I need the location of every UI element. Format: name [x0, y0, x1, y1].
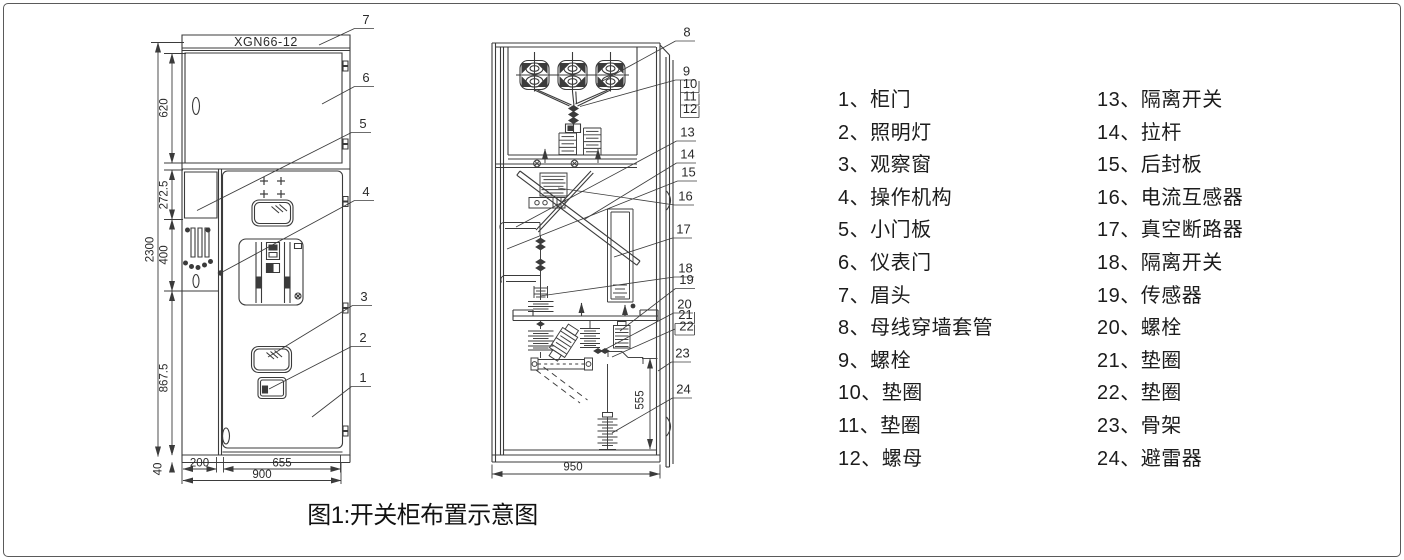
callout-14: 14: [680, 147, 694, 162]
callout-3: 3: [360, 289, 367, 304]
callout-2: 2: [359, 330, 366, 345]
cabinet-outline-front: [182, 35, 350, 463]
legend-item-15: 15、后封板: [1097, 154, 1203, 177]
legend-item-4: 4、操作机构: [838, 186, 953, 209]
page-border: [3, 3, 1401, 557]
dim-200: 200: [190, 458, 209, 470]
callout-21: 21: [678, 307, 692, 322]
callout-16: 16: [678, 189, 692, 204]
model-label: XGN66-12: [234, 35, 298, 49]
callout-5: 5: [359, 116, 366, 131]
callout-6: 6: [362, 70, 369, 85]
dim-400: 400: [159, 245, 171, 264]
legend-item-10: 10、垫圈: [838, 382, 923, 405]
cabinet-door: [223, 171, 349, 452]
bottom-hardware: [531, 347, 643, 404]
dim-40: 40: [153, 463, 165, 476]
lamp-icon: [258, 378, 286, 399]
dim-272.5: 272.5: [159, 181, 171, 210]
side-callouts: [507, 41, 699, 433]
legend-item-13: 13、隔离开关: [1097, 89, 1223, 111]
support-insulator-stacks: [559, 128, 601, 155]
legend-column-2: 13、隔离开关 14、拉杆 15、后封板 16、电流互感器 17、真空断路器 1…: [1097, 84, 1356, 475]
side-view-drawing: 555 950 8 9 10: [492, 25, 699, 479]
callout-9: 9: [683, 64, 690, 79]
upper-window-icon: [252, 200, 293, 226]
wall-bushings-icon: [516, 52, 629, 106]
current-transformer-icon: [529, 173, 567, 208]
observation-window-icon: [252, 347, 292, 373]
legend-item-6: 6、仪表门: [838, 251, 932, 274]
figure-caption: 图1:开关柜布置示意图: [307, 502, 538, 529]
legend-item-12: 12、螺母: [838, 447, 923, 470]
legend-item-1: 1、柜门: [838, 89, 912, 111]
legend-item-9: 9、螺栓: [838, 349, 912, 372]
legend-item-7: 7、眉头: [838, 284, 912, 307]
small-door-panel: [185, 172, 218, 218]
legend-item-14: 14、拉杆: [1097, 121, 1182, 144]
bushing-icon: [558, 52, 587, 92]
legend-item-5: 5、小门板: [838, 219, 932, 242]
dim-555: 555: [635, 390, 647, 409]
bushing-icon: [520, 52, 549, 92]
pull-rod-linkage: [517, 171, 640, 265]
dim-900: 900: [252, 469, 271, 481]
front-dimensions: [151, 42, 342, 485]
disconnector-contacts: [500, 223, 554, 312]
legend-column-1: 1、柜门 2、照明灯 3、观察窗 4、操作机构 5、小门板 6、仪表门 7、眉头…: [838, 84, 1097, 475]
callout-22: 22: [679, 319, 693, 334]
legend-item-24: 24、避雷器: [1097, 447, 1203, 470]
mechanism-column: [182, 228, 219, 292]
side-dimensions: [492, 358, 660, 479]
bushing-icon: [596, 52, 625, 92]
legend-item-8: 8、母线穿墙套管: [838, 317, 994, 340]
legend-item-21: 21、垫圈: [1097, 349, 1182, 372]
callout-12: 12: [683, 101, 697, 116]
bolt-stack-icon: [566, 105, 581, 133]
callout-15: 15: [681, 165, 695, 180]
callout-7: 7: [362, 12, 369, 27]
dim-2300: 2300: [145, 237, 157, 263]
legend-item-11: 11、垫圈: [838, 414, 922, 437]
cabinet-outline-side: [492, 43, 673, 467]
callout-23: 23: [675, 346, 689, 361]
callout-19: 19: [679, 272, 693, 287]
callout-20: 20: [677, 297, 691, 312]
legend-item-22: 22、垫圈: [1097, 382, 1182, 405]
vacuum-breaker-icon: [608, 209, 636, 309]
callout-24: 24: [676, 382, 690, 397]
shelf-bolts: [534, 148, 601, 167]
legend-item-20: 20、螺栓: [1097, 317, 1182, 340]
legend-item-17: 17、真空断路器: [1097, 219, 1244, 242]
instrument-door: [185, 53, 348, 163]
callout-13: 13: [680, 125, 694, 140]
callout-8: 8: [683, 25, 690, 40]
legend-item-18: 18、隔离开关: [1097, 251, 1223, 274]
dim-655: 655: [272, 458, 291, 470]
front-callouts: [197, 29, 374, 418]
callout-11: 11: [683, 89, 697, 104]
legend-item-16: 16、电流互感器: [1097, 186, 1244, 209]
legend-item-19: 19、传感器: [1097, 284, 1203, 307]
callout-4: 4: [362, 184, 369, 199]
callout-10: 10: [683, 76, 697, 91]
legend-item-2: 2、照明灯: [838, 121, 932, 144]
legend-item-23: 23、骨架: [1097, 414, 1182, 437]
callout-18: 18: [678, 261, 692, 276]
callout-1: 1: [359, 370, 366, 385]
legend-item-3: 3、观察窗: [838, 154, 932, 177]
callout-17: 17: [676, 222, 690, 237]
dim-950: 950: [563, 462, 582, 474]
operating-mechanism-icon: [239, 239, 303, 305]
front-view-drawing: 2300 620 272.5 400 867.5 40 200 655 900 …: [145, 12, 375, 484]
parts-legend: 1、柜门 2、照明灯 3、观察窗 4、操作机构 5、小门板 6、仪表门 7、眉头…: [838, 84, 1356, 475]
lower-insulators: [528, 321, 600, 364]
dim-620: 620: [159, 98, 171, 117]
arrester-icon: [598, 364, 618, 450]
plus-marks: [260, 177, 285, 198]
dim-867.5: 867.5: [159, 364, 171, 393]
